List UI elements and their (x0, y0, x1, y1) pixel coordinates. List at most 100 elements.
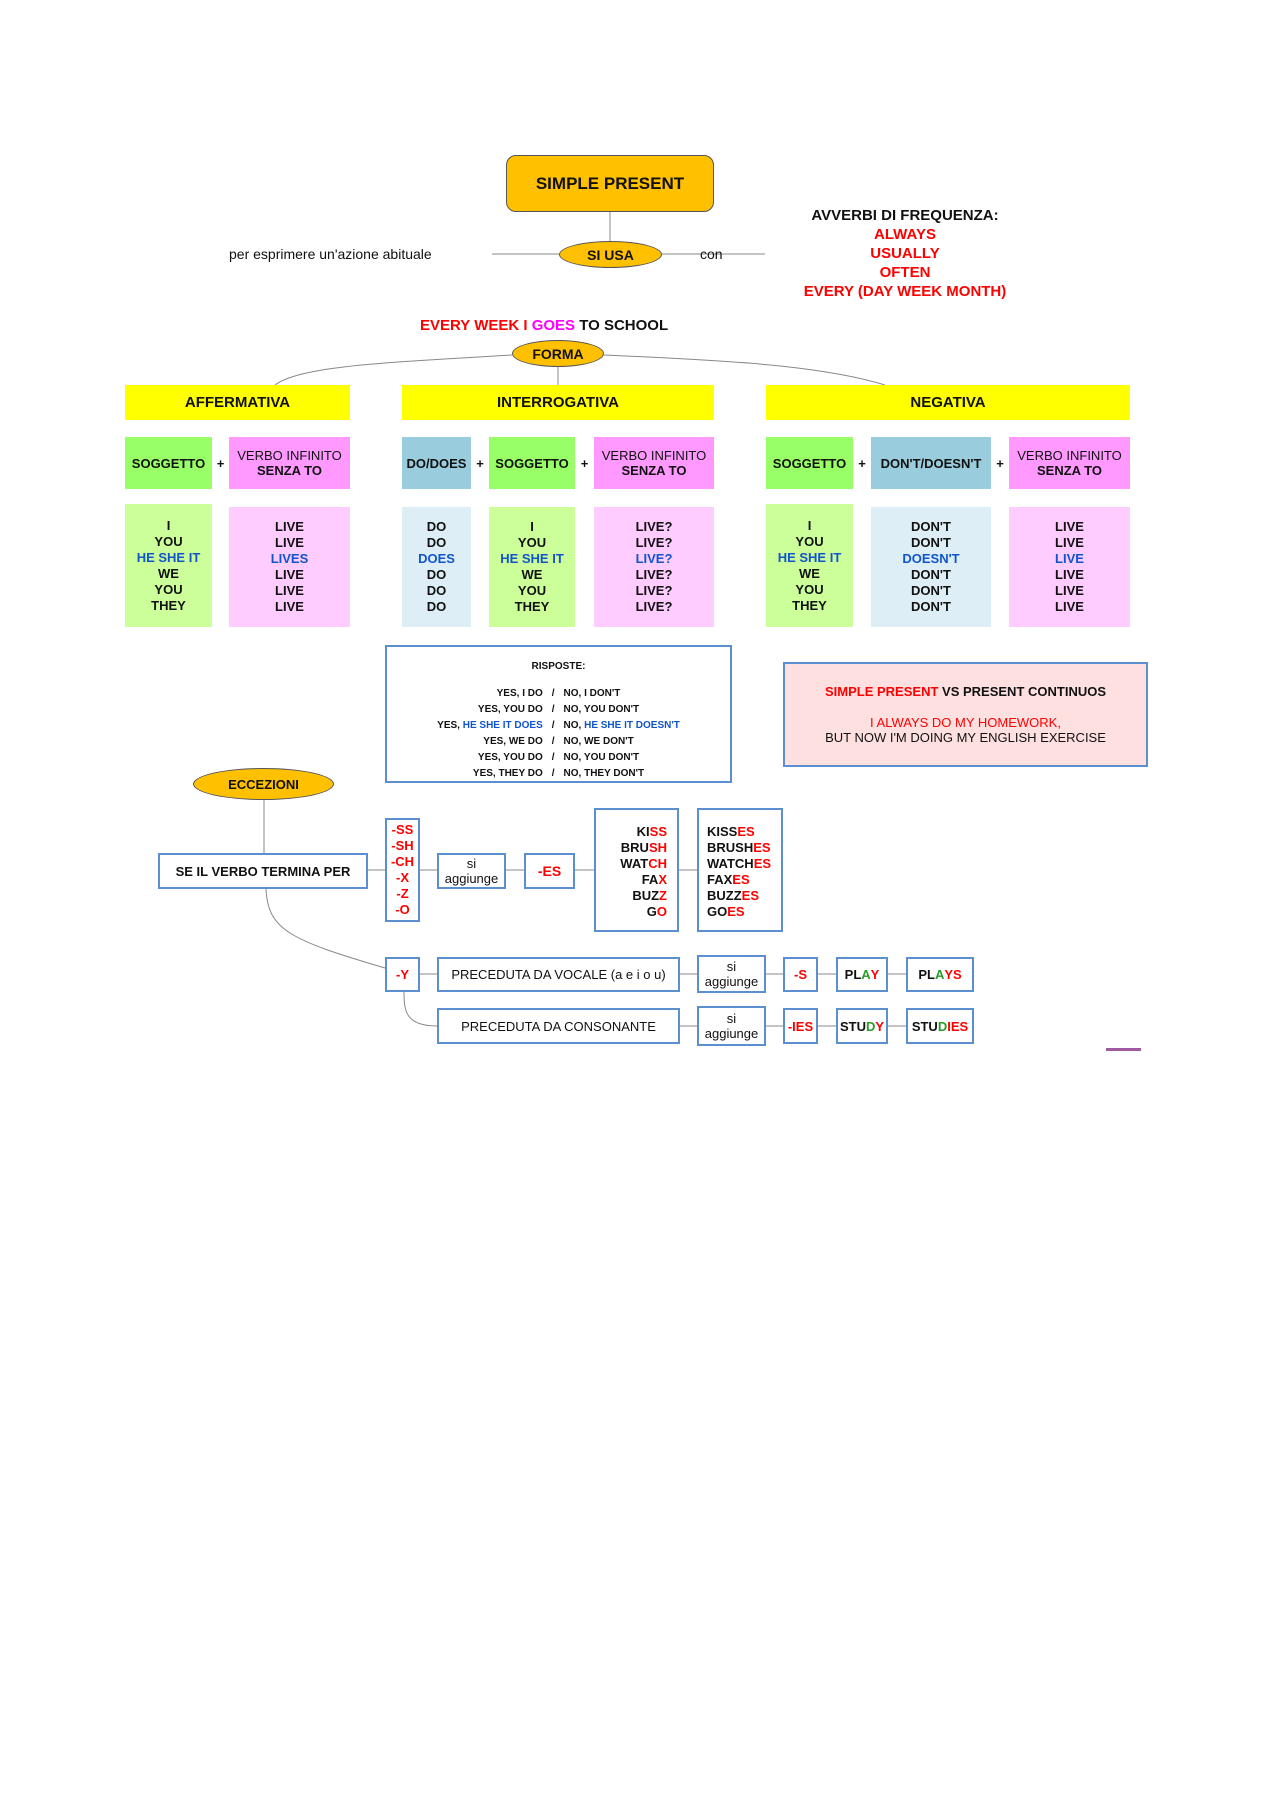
label: SENZA TO (1036, 463, 1102, 478)
eccezioni-node: ECCEZIONI (193, 768, 334, 800)
preceduta-consonante-box: PRECEDUTA DA CONSONANTE (437, 1008, 680, 1044)
y-ending-box: -Y (385, 957, 420, 992)
vs-example-1: I ALWAYS DO MY HOMEWORK, (870, 715, 1061, 730)
simple-present-title: SIMPLE PRESENT (506, 155, 714, 212)
label: SENZA TO (621, 463, 687, 478)
plus-sign: + (580, 455, 589, 471)
subject: THEY (151, 597, 186, 613)
adverbs-title: AVVERBI DI FREQUENZA: (811, 207, 999, 224)
verb: LIVE? (635, 567, 673, 582)
base-verb: BUZZ (632, 888, 667, 903)
aux: DON'T (911, 535, 951, 550)
base-verbs-box: KISS BRUSH WATCH FAX BUZZ GO (594, 808, 679, 932)
verb: LIVE (1055, 567, 1084, 582)
subject: YOU (795, 533, 824, 549)
plus-sign: + (858, 455, 866, 471)
aux: DOES (418, 551, 455, 566)
example-part: EVERY WEEK I (420, 317, 528, 334)
adverb: EVERY (DAY WEEK MONTH) (803, 283, 1007, 300)
answer-row: YES, YOU DO/NO, YOU DON'T (477, 752, 640, 763)
soggetto-box: SOGGETTO (125, 437, 212, 489)
third-person-verb: FAXES (707, 872, 750, 887)
negativa-header: NEGATIVA (766, 385, 1130, 420)
aux: DO (426, 599, 447, 614)
usage-description: per esprimere un'azione abituale (229, 246, 432, 262)
risposte-title: RISPOSTE: (531, 661, 586, 672)
verb: LIVE (275, 599, 304, 614)
verb: LIVE? (635, 535, 673, 550)
subject: YOU (517, 583, 547, 598)
subject: HE SHE IT (136, 549, 201, 565)
ies-suffix-box: -IES (783, 1008, 818, 1044)
aux: DOESN'T (902, 551, 960, 566)
aux: DON'T (911, 599, 951, 614)
soggetto-box: SOGGETTO (766, 437, 853, 489)
present-vs-continuous-box: SIMPLE PRESENT VS PRESENT CONTINUOS I AL… (783, 662, 1148, 767)
verb: LIVE (1055, 583, 1084, 598)
adverb: OFTEN (879, 264, 931, 281)
subject: YOU (154, 581, 183, 597)
third-person-verb: KISSES (707, 824, 755, 839)
third-person-verb: GOES (707, 904, 745, 919)
third-person-verb: WATCHES (707, 856, 772, 871)
subject: WE (521, 567, 543, 582)
con-label: con (700, 246, 723, 262)
aux: DON'T (911, 567, 951, 582)
label: VERBO INFINITO (237, 448, 342, 463)
interrogativa-header: INTERROGATIVA (402, 385, 714, 420)
third-person-verb: BUZZES (707, 888, 760, 903)
affermativa-header: AFFERMATIVA (125, 385, 350, 420)
vs-title: SIMPLE PRESENT VS PRESENT CONTINUOS (824, 684, 1106, 699)
frequency-adverbs: AVVERBI DI FREQUENZA: ALWAYS USUALLY OFT… (780, 206, 1030, 301)
risposte-box: RISPOSTE: YES, I DO/NO, I DON'T YES, YOU… (385, 645, 732, 783)
answers-table: YES, I DO/NO, I DON'T YES, YOU DO/NO, YO… (436, 686, 681, 782)
preceduta-vocale-box: PRECEDUTA DA VOCALE (a e i o u) (437, 957, 680, 992)
answer-row: YES, WE DO/NO, WE DON'T (483, 736, 634, 747)
subject: YOU (154, 533, 183, 549)
aux: DO (426, 519, 447, 534)
example-part: TO SCHOOL (579, 317, 669, 334)
s-suffix-box: -S (783, 957, 818, 992)
adverb: ALWAYS (874, 226, 936, 243)
subject: I (166, 517, 171, 533)
base-verb: BRUSH (620, 840, 667, 855)
verb: LIVE (275, 535, 304, 550)
verb: LIVE? (635, 599, 673, 614)
ending: -Z (396, 886, 409, 901)
example-sentence: EVERY WEEK I GOES TO SCHOOL (420, 317, 668, 334)
plus-sign: + (216, 455, 225, 471)
verb: LIVE (275, 567, 304, 582)
dont-doesnt-box: DON'T/DOESN'T (871, 437, 991, 489)
answer-row: YES, I DO/NO, I DON'T (496, 688, 621, 699)
verb: LIVE (1055, 519, 1084, 534)
interrogativa-verbs: LIVE?LIVE?LIVE?LIVE?LIVE?LIVE? (594, 507, 714, 627)
ending: -SH (391, 838, 414, 853)
verb: LIVE (1055, 535, 1084, 550)
subject: HE SHE IT (500, 551, 564, 566)
aux: DO (426, 583, 447, 598)
verb: LIVE? (635, 519, 673, 534)
subject: THEY (792, 597, 827, 613)
subject: THEY (514, 599, 550, 614)
answer-row: YES, THEY DO/NO, THEY DON'T (472, 768, 645, 779)
third-person-verb: BRUSHES (707, 840, 771, 855)
se-il-verbo-box: SE IL VERBO TERMINA PER (158, 853, 368, 889)
plural-verbs-box: KISSES BRUSHES WATCHES FAXES BUZZES GOES (697, 808, 783, 932)
endings-box: -SS-SH-CH-X-Z-O (385, 818, 420, 922)
subject: I (530, 519, 534, 534)
base-verb: WATCH (620, 856, 667, 871)
